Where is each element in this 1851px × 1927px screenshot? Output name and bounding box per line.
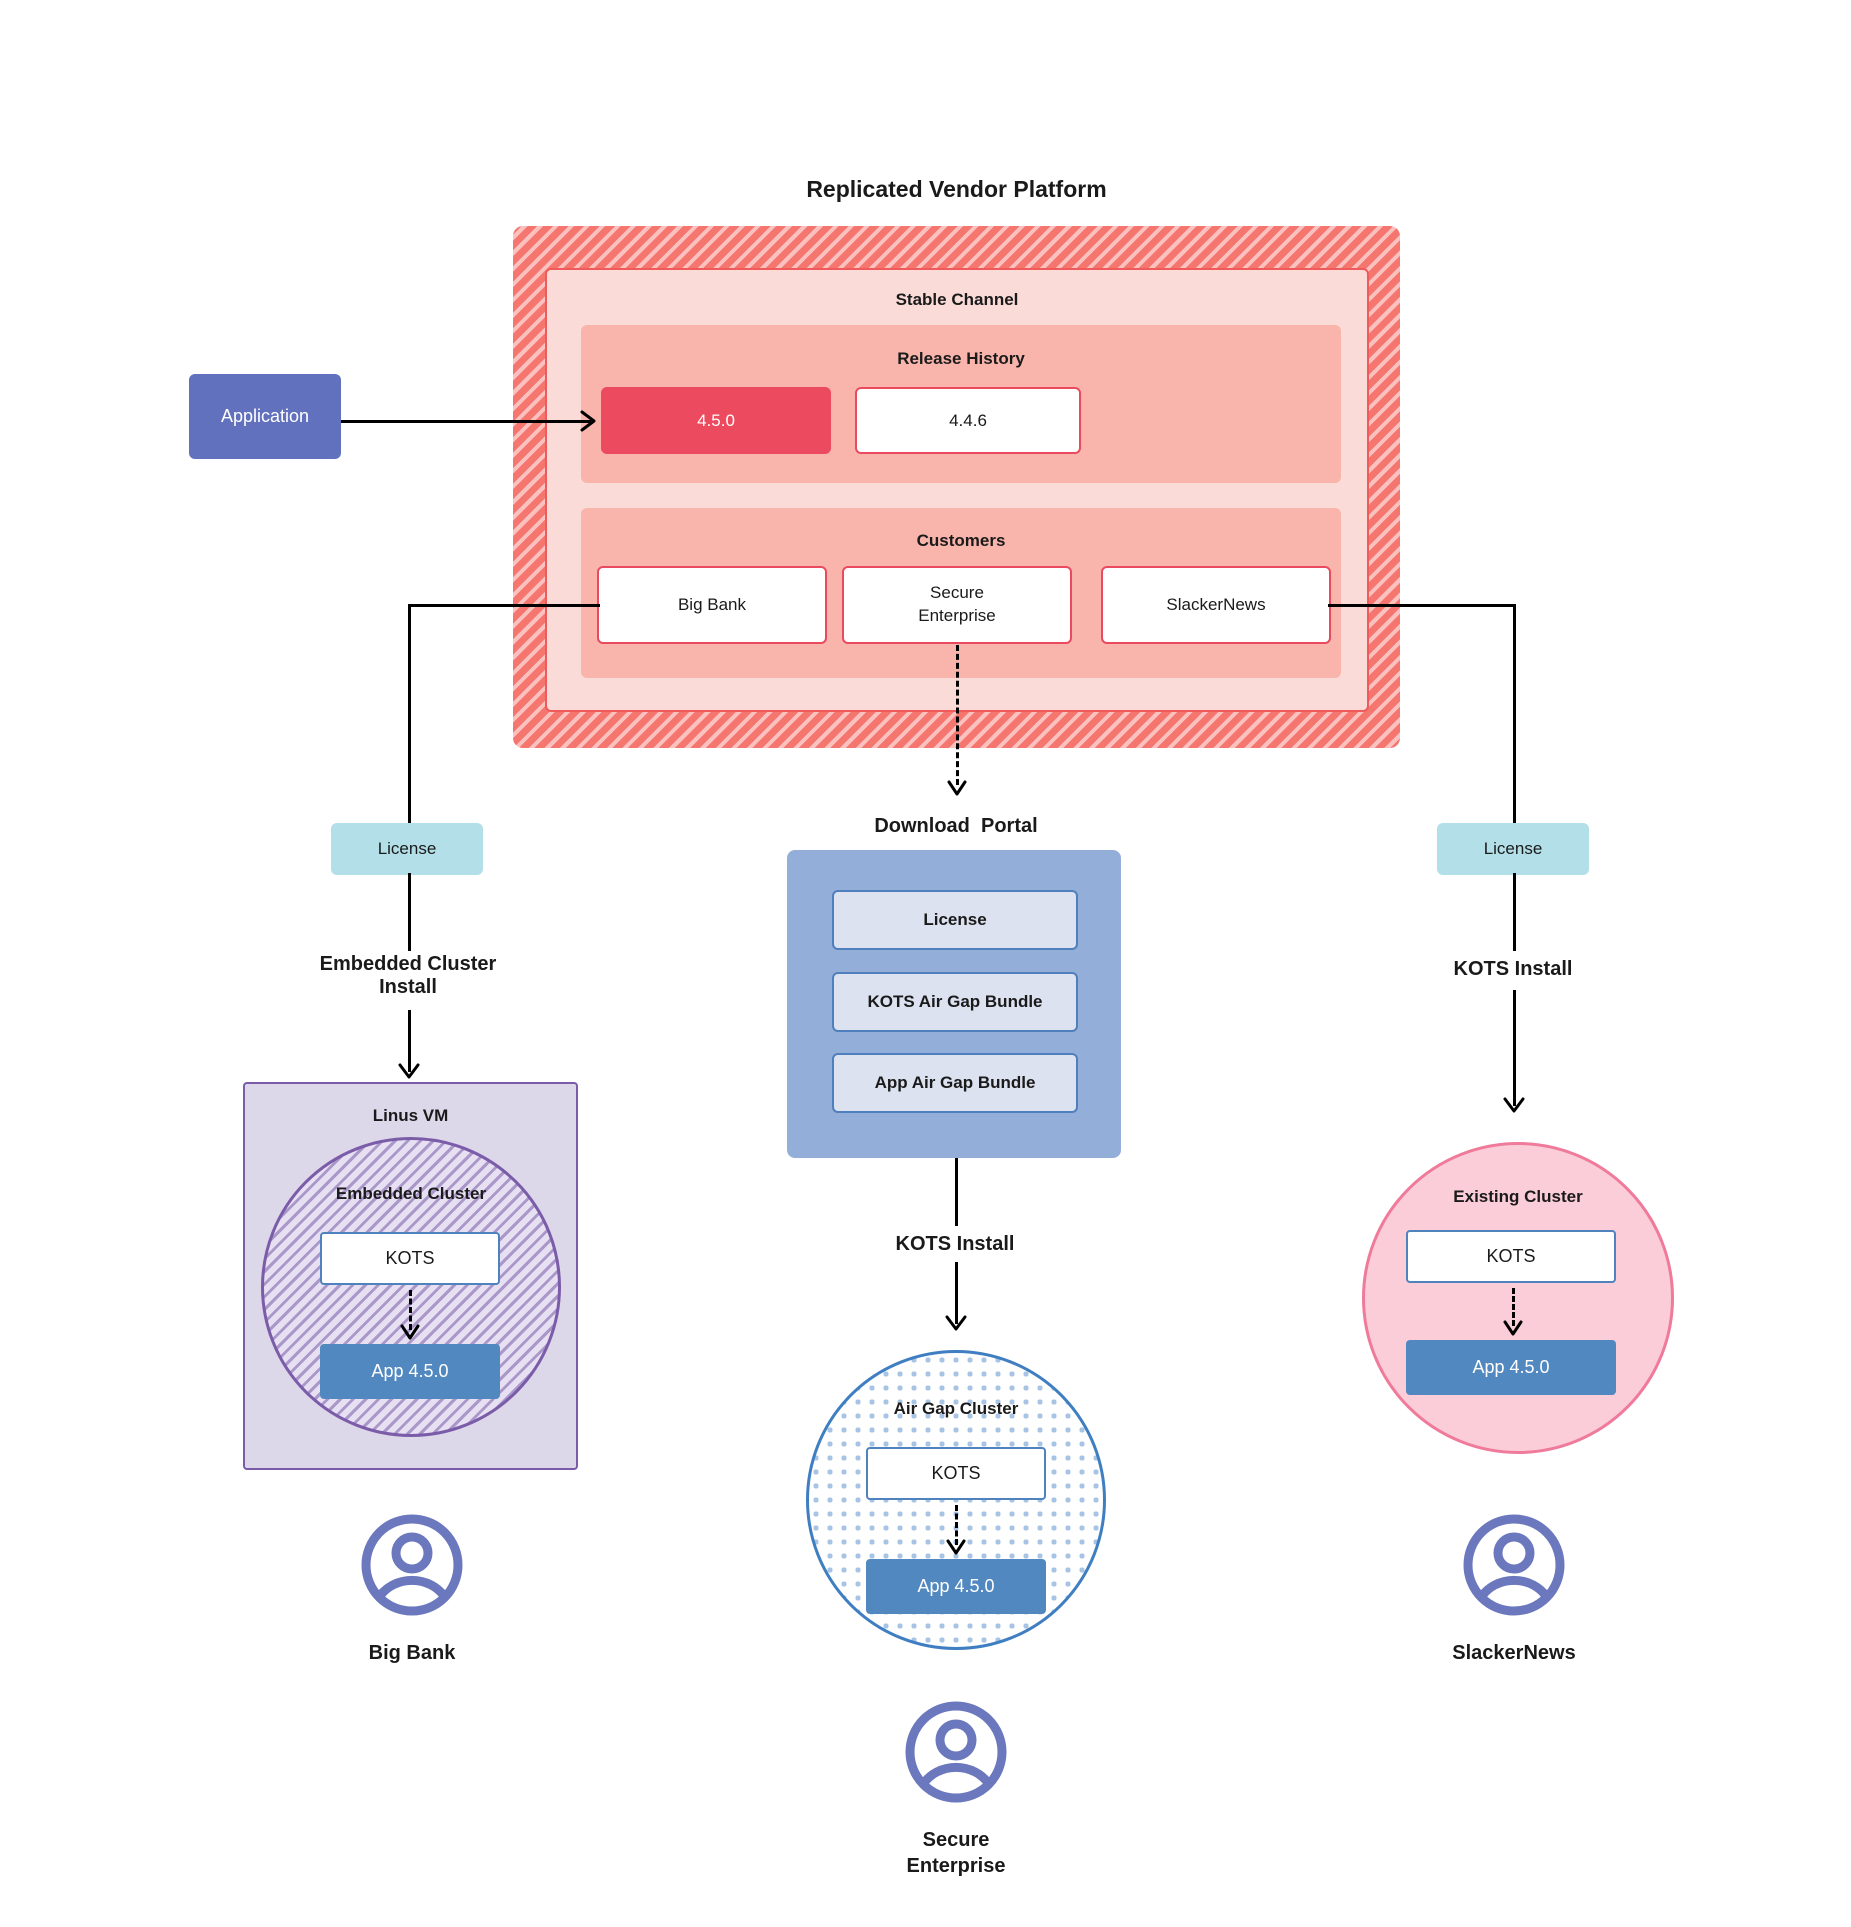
portal-to-kots-install-connector [955,1158,958,1226]
air-gap-cluster-circle [806,1350,1106,1650]
existing-kots-to-app-arrow-head [1503,1320,1523,1336]
release-history-title: Release History [897,349,1025,368]
platform-title: Replicated Vendor Platform [806,175,1107,202]
embedded-kots-to-app-arrow-head [400,1324,420,1340]
left-license-to-install-connector [408,873,411,951]
avatar-label-slackernews: SlackerNews [1452,1642,1576,1664]
customer-card-slackernews[interactable]: SlackerNews [1101,566,1331,644]
slackernews-branch-vertical [1513,604,1516,826]
customers-title: Customers [916,531,1006,550]
left-install-to-vm-connector [408,1010,411,1072]
airgap-kots-to-app-connector [955,1505,958,1545]
center-kots-install-label: KOTS Install [895,1232,1015,1255]
airgap-kots-box[interactable]: KOTS [866,1447,1046,1500]
existing-kots-to-app-connector [1512,1288,1515,1326]
big-bank-branch-horizontal [408,604,600,607]
existing-kots-box[interactable]: KOTS [1406,1230,1616,1283]
embedded-kots-to-app-connector [409,1290,412,1330]
big-bank-branch-vertical [408,604,411,826]
user-avatar-icon [361,1514,463,1616]
right-install-to-cluster-connector [1513,990,1516,1106]
license-box-left[interactable]: License [331,823,483,875]
customer-card-secure-enterprise[interactable]: Secure Enterprise [842,566,1072,644]
customer-card-big-bank[interactable]: Big Bank [597,566,827,644]
right-kots-install-label: KOTS Install [1453,957,1573,980]
airgap-kots-to-app-arrow-head [946,1539,966,1555]
portal-item-license[interactable]: License [832,890,1078,950]
application-arrow-head [580,410,596,432]
application-box[interactable]: Application [189,374,341,459]
left-install-arrow-head [398,1063,420,1079]
user-avatar-icon [905,1701,1007,1803]
linux-vm-title: Linus VM [372,1106,449,1125]
right-install-arrow-head [1503,1097,1525,1113]
license-box-right[interactable]: License [1437,823,1589,875]
portal-item-app-air-gap-bundle[interactable]: App Air Gap Bundle [832,1053,1078,1113]
application-to-release-connector [341,420,591,423]
right-license-to-install-connector [1513,873,1516,951]
avatar-label-big-bank: Big Bank [368,1642,456,1664]
portal-item-kots-air-gap-bundle[interactable]: KOTS Air Gap Bundle [832,972,1078,1032]
embedded-kots-box[interactable]: KOTS [320,1232,500,1285]
existing-app-box[interactable]: App 4.5.0 [1406,1340,1616,1395]
kots-install-to-airgap-connector [955,1262,958,1324]
embedded-cluster-title: Embedded Cluster [335,1184,487,1203]
airgap-app-box[interactable]: App 4.5.0 [866,1559,1046,1614]
center-install-arrow-head [945,1315,967,1331]
download-portal-title: Download Portal [874,814,1038,837]
embedded-cluster-install-label: Embedded Cluster Install [319,953,497,998]
stable-channel-title: Stable Channel [895,290,1019,309]
release-item-previous[interactable]: 4.4.6 [855,387,1081,454]
slackernews-branch-horizontal [1328,604,1516,607]
avatar-label-secure-enterprise: Secure Enterprise [906,1829,1006,1877]
secure-enterprise-to-portal-connector [956,645,959,785]
embedded-app-box[interactable]: App 4.5.0 [320,1344,500,1399]
release-item-current[interactable]: 4.5.0 [601,387,831,454]
existing-cluster-circle [1362,1142,1674,1454]
secure-enterprise-portal-arrow-head [947,780,967,796]
existing-cluster-title: Existing Cluster [1453,1187,1583,1206]
air-gap-cluster-title: Air Gap Cluster [893,1399,1019,1418]
user-avatar-icon [1463,1514,1565,1616]
